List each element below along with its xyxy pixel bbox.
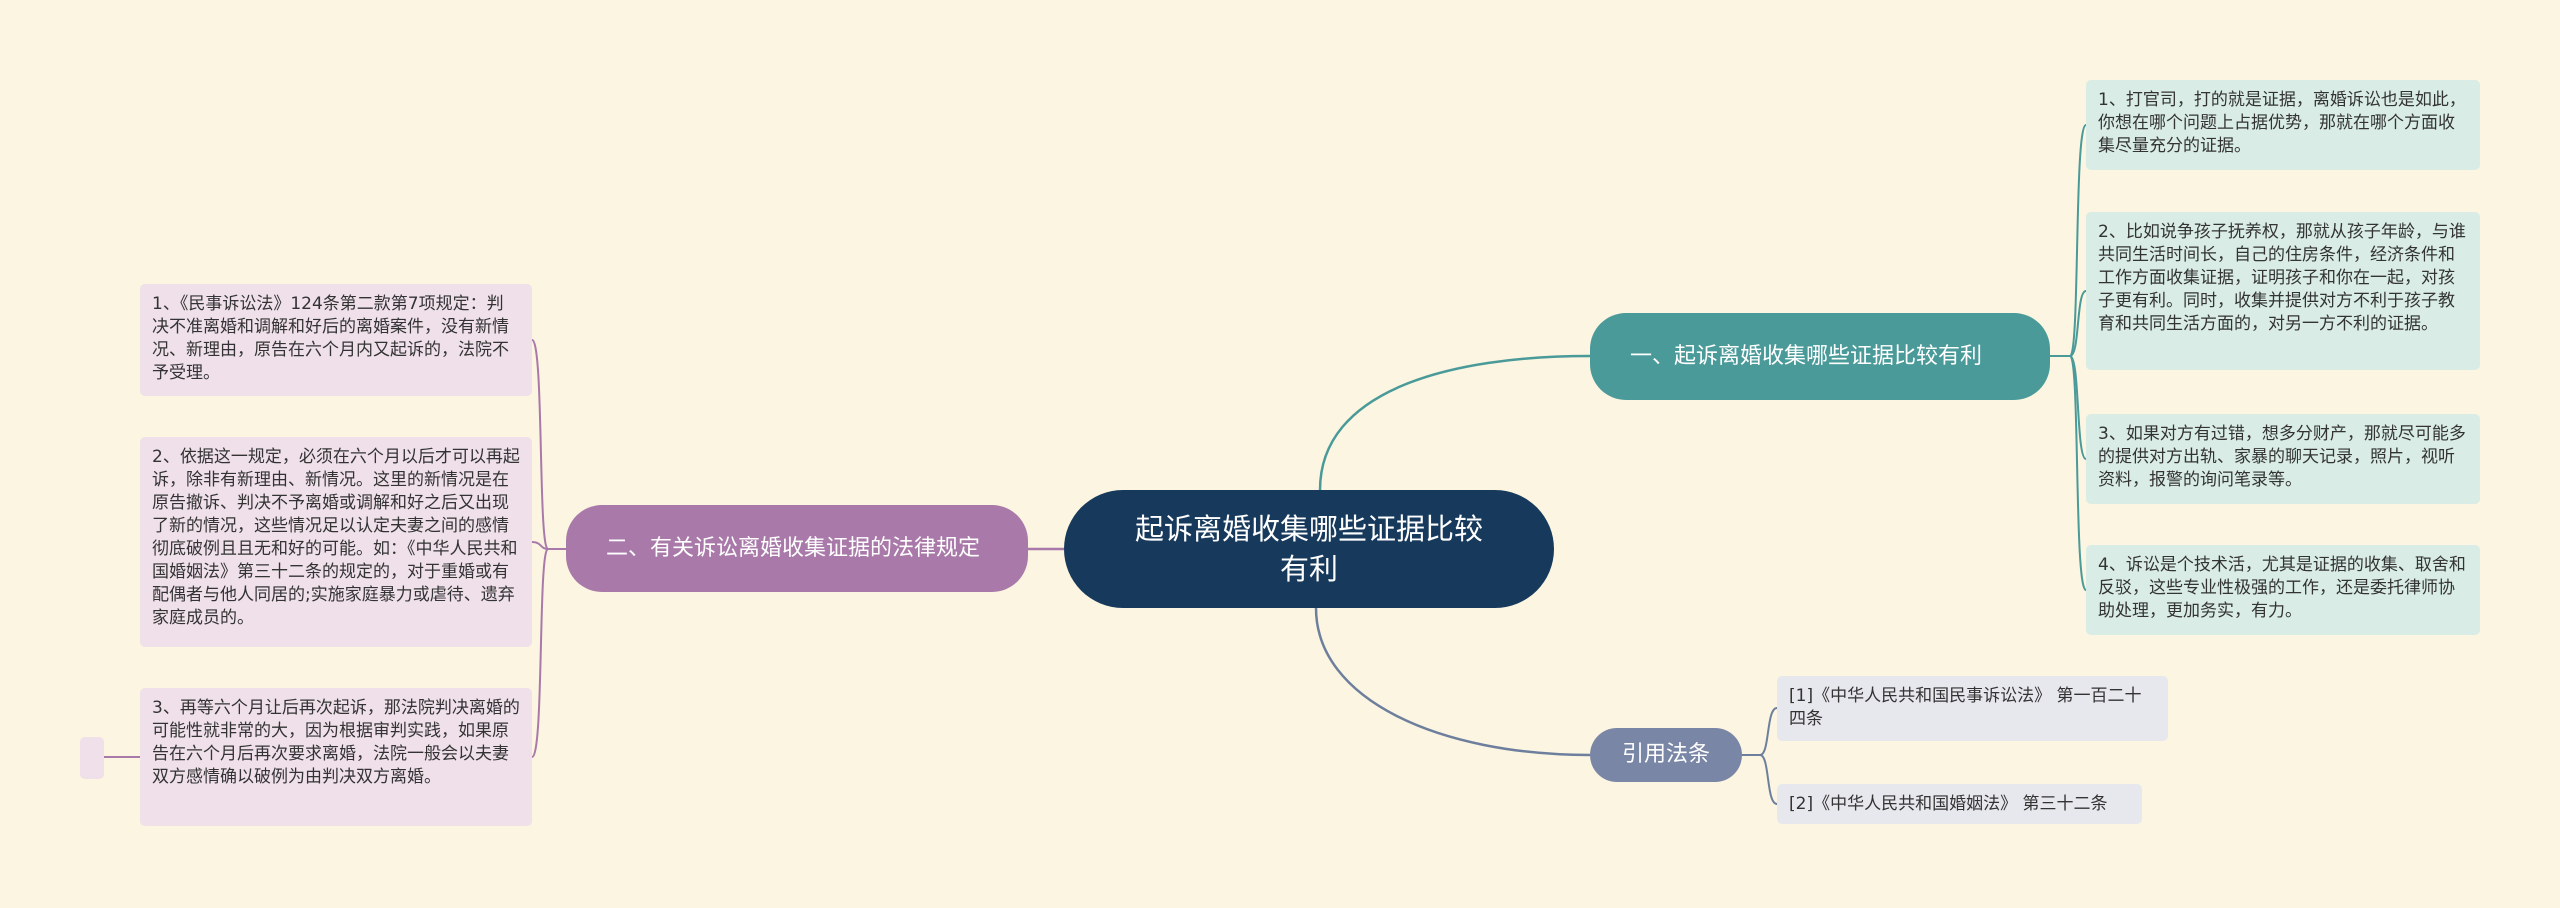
branch-label: 二、有关诉讼离婚收集证据的法律规定 [606, 535, 981, 561]
leaf-evidence-1[interactable]: 1、打官司，打的就是证据，离婚诉讼也是如此，你想在哪个问题上占据优势，那就在哪个… [2086, 80, 2480, 170]
link-bottom-1 [1759, 707, 1778, 756]
link-right-top-1 [2069, 124, 2087, 357]
branch-evidence-advantage[interactable]: 一、起诉离婚收集哪些证据比较有利 [1590, 313, 2050, 400]
leaf-law-2[interactable]: 2、依据这一规定，必须在六个月以后才可以再起诉，除非有新理由、新情况。这里的新情… [140, 437, 532, 647]
link-left-3 [531, 548, 549, 758]
link-right-top-4 [2069, 355, 2087, 591]
leaf-evidence-3[interactable]: 3、如果对方有过错，想多分财产，那就尽可能多的提供对方出轨、家暴的聊天记录，照片… [2086, 414, 2480, 504]
link-left-2 [531, 541, 549, 550]
central-topic-label: 起诉离婚收集哪些证据比较有利 [1134, 512, 1483, 586]
link-center-to-right-bottom [1314, 607, 1591, 757]
link-left-1 [531, 339, 549, 550]
branch-cited-laws[interactable]: 引用法条 [1590, 728, 1742, 782]
branch-label: 引用法条 [1621, 742, 1710, 767]
leaf-citation-1[interactable]: [1]《中华人民共和国民事诉讼法》 第一百二十四条 [1777, 676, 2168, 741]
leaf-evidence-4[interactable]: 4、诉讼是个技术活，尤其是证据的收集、取舍和反驳，这些专业性极强的工作，还是委托… [2086, 545, 2480, 635]
leaf-law-3[interactable]: 3、再等六个月让后再次起诉，那法院判决离婚的可能性就非常的大，因为根据审判实践，… [140, 688, 532, 826]
link-center-to-right-top [1318, 354, 1591, 491]
link-right-top-2 [2069, 290, 2087, 357]
branch-label: 一、起诉离婚收集哪些证据比较有利 [1630, 343, 1983, 369]
leaf-evidence-2[interactable]: 2、比如说争孩子抚养权，那就从孩子年龄，与谁共同生活时间长，自己的住房条件，经济… [2086, 212, 2480, 370]
leaf-law-1[interactable]: 1、《民事诉讼法》124条第二款第7项规定：判决不准离婚和调解和好后的离婚案件，… [140, 284, 532, 396]
branch-legal-provisions[interactable]: 二、有关诉讼离婚收集证据的法律规定 [566, 505, 1028, 592]
link-right-top-3 [2069, 355, 2087, 460]
collapsed-node-stub[interactable] [80, 737, 104, 779]
leaf-citation-2[interactable]: [2]《中华人民共和国婚姻法》 第三十二条 [1777, 784, 2142, 824]
central-topic[interactable]: 起诉离婚收集哪些证据比较有利 [1064, 490, 1554, 608]
link-bottom-2 [1759, 754, 1778, 805]
